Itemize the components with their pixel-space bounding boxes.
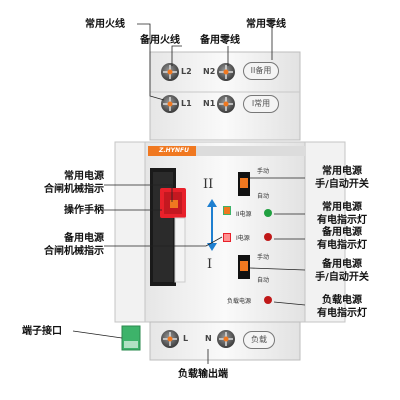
roman-ii: II xyxy=(203,177,214,192)
label-auto-2: 自动 xyxy=(257,277,270,284)
callout-backup-switch-line2: 手/自动开关 xyxy=(315,272,369,283)
callout-backup-indicator-line1: 备用电源 xyxy=(322,227,362,238)
ii-power-lamp xyxy=(264,209,272,217)
callout-neutral-common: 常用零线 xyxy=(246,19,286,30)
screw-l1 xyxy=(161,95,179,113)
callout-backup-breaker-line2: 合闸机械指示 xyxy=(44,246,104,257)
callout-live-backup: 备用火线 xyxy=(140,35,180,46)
callout-common-switch-line2: 手/自动开关 xyxy=(315,179,369,190)
oval-load: 负载 xyxy=(243,331,275,349)
callout-common-switch: 常用电源 手/自动开关 xyxy=(305,165,379,191)
callout-backup-breaker-line1: 备用电源 xyxy=(64,233,104,244)
callout-load-indicator-line1: 负载电源 xyxy=(322,295,362,306)
callout-common-indicator-line1: 常用电源 xyxy=(322,202,362,213)
callout-load-output: 负载输出端 xyxy=(178,369,228,380)
callout-load-indicator: 负载电源 有电指示灯 xyxy=(305,294,379,320)
brand-label: Z.HYNFU xyxy=(159,147,189,154)
label-auto-1: 自动 xyxy=(257,193,270,200)
callout-backup-switch: 备用电源 手/自动开关 xyxy=(305,258,379,284)
term-label-l1: L1 xyxy=(181,99,192,108)
callout-live-common: 常用火线 xyxy=(85,19,125,30)
label-manual-2: 手动 xyxy=(257,254,270,261)
term-label-n2: N2 xyxy=(203,67,216,76)
callout-common-breaker-line1: 常用电源 xyxy=(64,171,104,182)
callout-backup-indicator: 备用电源 有电指示灯 xyxy=(305,226,379,252)
i-power-lamp xyxy=(264,233,272,241)
label-load-power: 负载电源 xyxy=(227,298,252,305)
callout-neutral-backup: 备用零线 xyxy=(200,35,240,46)
screw-n1 xyxy=(217,95,235,113)
callout-common-breaker: 常用电源 合闸机械指示 xyxy=(18,170,104,196)
term-label-n: N xyxy=(205,334,212,343)
callout-backup-indicator-line2: 有电指示灯 xyxy=(317,240,367,251)
screw-l2 xyxy=(161,63,179,81)
callout-backup-switch-line1: 备用电源 xyxy=(322,259,362,270)
roman-i: I xyxy=(207,257,213,272)
callout-common-indicator-line2: 有电指示灯 xyxy=(317,215,367,226)
callout-common-switch-line1: 常用电源 xyxy=(322,166,362,177)
label-manual-1: 手动 xyxy=(257,168,270,175)
screw-l xyxy=(161,330,179,348)
callout-terminal-port: 端子接口 xyxy=(22,326,62,337)
load-power-lamp xyxy=(264,296,272,304)
screw-n xyxy=(217,330,235,348)
term-label-n1: N1 xyxy=(203,99,216,108)
term-label-l: L xyxy=(183,334,189,343)
oval-ii-backup: II备用 xyxy=(243,62,279,80)
label-ii-power: II电源 xyxy=(236,211,252,218)
leader-lines xyxy=(72,23,306,364)
label-i-power: I电源 xyxy=(236,235,250,242)
oval-i-common: I常用 xyxy=(243,95,279,113)
callout-common-indicator: 常用电源 有电指示灯 xyxy=(305,201,379,227)
callout-common-breaker-line2: 合闸机械指示 xyxy=(44,184,104,195)
term-label-l2: L2 xyxy=(181,67,192,76)
common-breaker-indicator xyxy=(170,200,178,208)
callout-backup-breaker: 备用电源 合闸机械指示 xyxy=(18,232,104,258)
callout-handle: 操作手柄 xyxy=(64,205,104,216)
callout-load-indicator-line2: 有电指示灯 xyxy=(317,308,367,319)
screw-n2 xyxy=(217,63,235,81)
